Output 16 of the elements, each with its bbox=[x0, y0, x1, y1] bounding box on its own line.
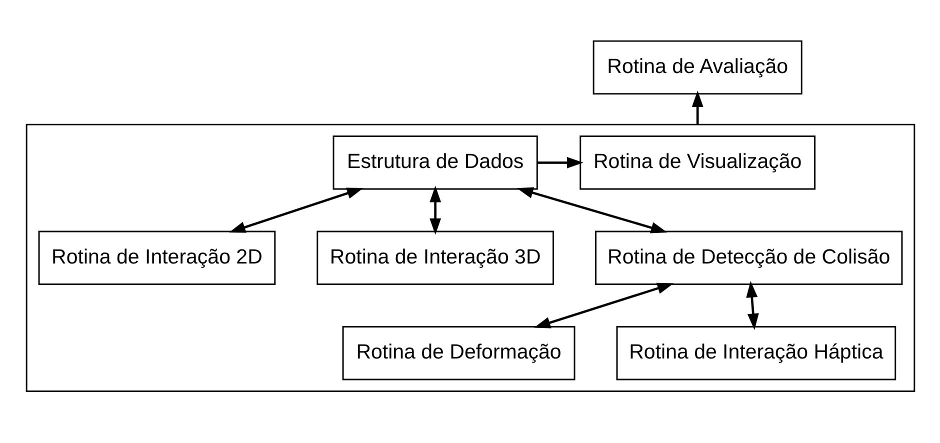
node-box: Estrutura de Dados bbox=[332, 135, 538, 190]
node-box: Rotina de Visualização bbox=[579, 135, 816, 190]
node-box: Rotina de Interação 2D bbox=[38, 230, 276, 284]
cluster bbox=[25, 123, 915, 392]
arrow bbox=[533, 282, 674, 328]
node-box: Rotina de Interação 3D bbox=[316, 230, 554, 284]
node-box: Rotina de Deformação bbox=[342, 326, 575, 380]
node-box: Rotina de Detecção de Colisão bbox=[594, 230, 902, 284]
node-box: Rotina de Avaliação bbox=[592, 40, 802, 94]
arrow bbox=[429, 185, 441, 234]
arrow bbox=[746, 280, 758, 330]
node-box: Rotina de Interação Háptica bbox=[616, 326, 896, 380]
arrow bbox=[536, 156, 583, 168]
arrow bbox=[228, 187, 363, 232]
arrow bbox=[516, 186, 667, 233]
arrow bbox=[691, 90, 703, 124]
